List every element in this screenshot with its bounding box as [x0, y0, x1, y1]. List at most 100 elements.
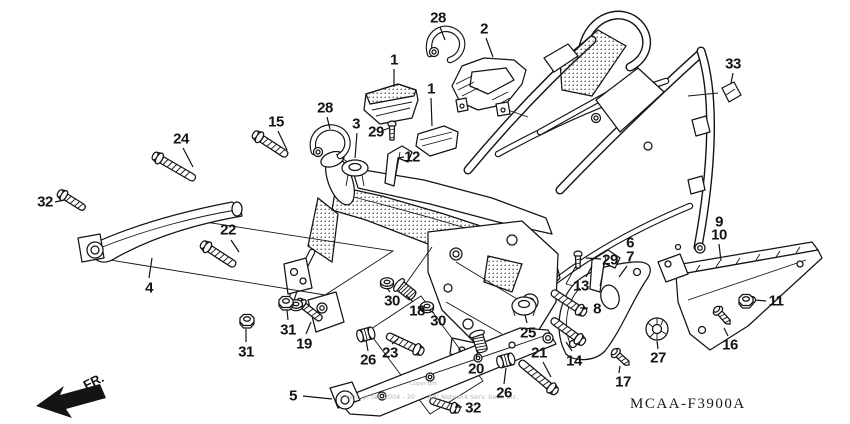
part-washer-30a: [379, 277, 395, 290]
leader-line-25: [524, 314, 528, 324]
part-cap-3: [341, 159, 369, 187]
part-mount-rubber-1b: [415, 125, 459, 157]
leader-line-layer: [54, 26, 767, 408]
diagram-code: MCAA-F3900A: [630, 396, 746, 412]
part-bolt-29a: [387, 120, 397, 141]
leader-line-10: [718, 243, 722, 262]
watermark-line1: Copyright: [410, 381, 438, 387]
part-side-cover-9-10: [657, 241, 823, 351]
callout-label-26: 26: [360, 351, 376, 369]
callout-label-33: 33: [725, 55, 741, 73]
callout-label-17: 17: [615, 373, 631, 391]
watermark-line2: l. cert. p. tel: 2004 - 20: [340, 393, 415, 401]
leader-line-31: [286, 309, 289, 321]
callout-label-30: 30: [384, 292, 400, 310]
callout-label-27: 27: [650, 349, 666, 367]
leader-line-32: [54, 199, 65, 203]
callout-label-3: 3: [352, 115, 360, 133]
callout-label-29: 29: [602, 251, 618, 269]
callout-label-12: 12: [404, 148, 420, 166]
callout-label-31: 31: [238, 343, 254, 361]
callout-label-14: 14: [566, 352, 582, 370]
leader-line-28: [326, 116, 331, 130]
part-pad-33: [721, 81, 742, 103]
callout-label-32: 32: [37, 193, 53, 211]
leader-line-29: [383, 127, 390, 131]
leader-line-33: [730, 72, 734, 84]
leader-line-14: [565, 341, 573, 352]
leader-line-18: [405, 294, 414, 303]
part-nut-31b: [278, 295, 294, 311]
callout-label-13: 13: [573, 277, 589, 295]
part-bolt-21: [515, 356, 562, 398]
leader-line-11: [754, 299, 767, 302]
callout-label-30: 30: [430, 312, 446, 330]
leader-line-19: [305, 321, 312, 335]
part-bolt-29b: [573, 250, 583, 269]
leader-line-22: [230, 239, 240, 253]
callout-label-8: 8: [593, 300, 601, 318]
leader-line-4: [148, 257, 153, 279]
part-hook-12: [384, 145, 413, 187]
callout-label-29: 29: [368, 123, 384, 141]
part-lower-bar-5: [329, 327, 557, 417]
leader-line-5: [302, 395, 333, 400]
callout-label-10: 10: [711, 226, 727, 244]
callout-label-31: 31: [280, 321, 296, 339]
part-screw-17: [608, 345, 634, 370]
leader-line-1: [430, 97, 433, 127]
leader-line-3: [354, 132, 358, 159]
callout-label-15: 15: [268, 113, 284, 131]
callout-label-7: 7: [626, 248, 634, 266]
leader-line-12: [397, 156, 405, 159]
callout-label-22: 22: [220, 221, 236, 239]
leader-line-24: [182, 147, 194, 168]
leader-line-26: [365, 339, 369, 352]
leader-line-13: [585, 265, 593, 278]
callout-label-24: 24: [173, 130, 189, 148]
part-nut-31a: [239, 313, 255, 329]
callout-label-9: 9: [715, 213, 723, 231]
leader-line-27: [656, 340, 659, 350]
part-mount-25: [511, 296, 537, 317]
leader-line-29: [585, 257, 602, 260]
callout-label-28: 28: [317, 99, 333, 117]
watermark: Copyright l. cert. p. tel: 2004 - 20 ARI…: [340, 381, 518, 401]
callout-label-21: 21: [531, 344, 547, 362]
part-clamp-28b: [425, 25, 466, 64]
leader-line-17: [618, 365, 621, 374]
leader-line-15: [277, 130, 288, 151]
callout-label-19: 19: [296, 335, 312, 353]
part-grommet-27: [645, 317, 669, 341]
leader-line-7: [618, 265, 628, 278]
leader-line-20: [475, 349, 479, 360]
callout-label-1: 1: [427, 80, 435, 98]
leader-line-23: [391, 338, 399, 345]
callout-label-20: 20: [468, 360, 484, 378]
part-nut-11: [738, 293, 754, 309]
leader-line-30: [428, 309, 435, 314]
callout-label-28: 28: [430, 9, 446, 27]
callout-label-1: 1: [390, 51, 398, 69]
callout-label-5: 5: [289, 387, 297, 405]
leader-line-30: [386, 287, 391, 293]
callout-label-18: 18: [409, 302, 425, 320]
callout-label-25: 25: [520, 324, 536, 342]
leader-line-28: [439, 26, 446, 41]
part-clamp-28a: [309, 124, 351, 160]
leader-line-21: [542, 361, 552, 378]
callout-label-32: 32: [465, 399, 481, 417]
callout-label-6: 6: [626, 234, 634, 252]
callout-label-2: 2: [480, 20, 488, 38]
part-hanger-arm-4: [77, 201, 243, 263]
callout-label-26: 26: [496, 384, 512, 402]
callout-label-11: 11: [768, 292, 784, 310]
frame-rear-subframe: [463, 10, 716, 291]
fr-direction-arrow: FR.: [36, 370, 106, 418]
callout-label-16: 16: [722, 336, 738, 354]
part-mount-rubber-1a: [363, 83, 419, 125]
callout-label-23: 23: [382, 344, 398, 362]
leader-line-16: [723, 327, 729, 337]
